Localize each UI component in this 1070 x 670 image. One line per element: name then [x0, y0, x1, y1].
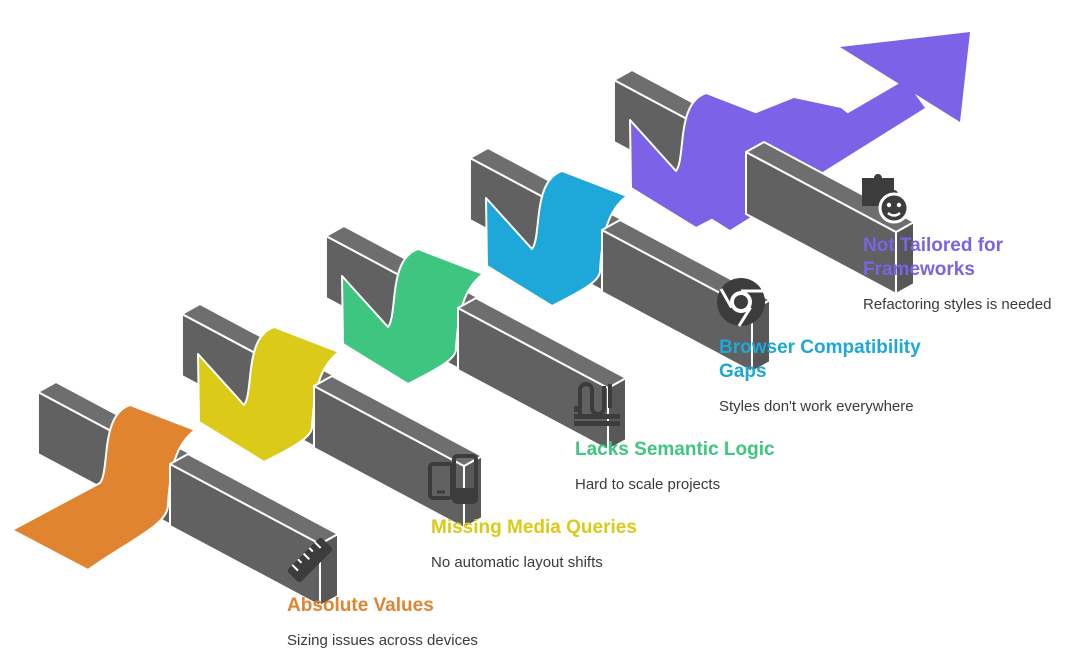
front-bar-2-top [313, 375, 483, 467]
stage-title: Not Tailored for Frameworks [863, 235, 1004, 280]
stage-description: Styles don't work everywhere [719, 398, 914, 415]
logic-icon [574, 382, 620, 426]
chrome-icon [717, 278, 765, 327]
stage-description: Hard to scale projects [575, 476, 721, 493]
stage-description: Sizing issues across devices [287, 632, 478, 649]
stage-title: Browser Compatibility Gaps [719, 337, 921, 382]
ribbon-segment-4 [485, 170, 628, 307]
front-bar-5-top [745, 141, 915, 233]
stage-title: Absolute Values [287, 595, 434, 616]
stage-description: Refactoring styles is needed [863, 296, 1052, 313]
stage-title: Missing Media Queries [431, 517, 637, 538]
stage-title: Lacks Semantic Logic [575, 439, 775, 460]
puzzle-icon [862, 174, 910, 224]
ribbon-segment-1 [11, 404, 196, 571]
front-bar-3-top [457, 297, 627, 389]
front-bar-1-top [169, 453, 339, 545]
ribbon-segment-3 [341, 248, 484, 385]
stage-description: No automatic layout shifts [431, 554, 603, 571]
arrow-head [840, 32, 970, 122]
ruler-icon [287, 537, 333, 583]
devices-icon [428, 454, 478, 504]
ribbon-segment-2 [197, 326, 340, 463]
